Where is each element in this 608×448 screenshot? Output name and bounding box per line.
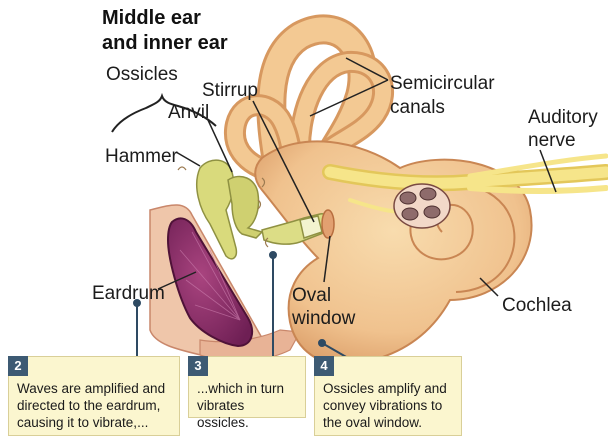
eardrum-shape <box>166 217 254 348</box>
label-stirrup: Stirrup <box>202 80 258 101</box>
label-oval-window: Oval window <box>292 285 356 329</box>
label-hammer: Hammer <box>105 146 178 167</box>
step-badge-3: 3 <box>188 356 208 376</box>
label-eardrum: Eardrum <box>92 283 165 304</box>
title-line-2: and inner ear <box>102 32 228 54</box>
label-ossicles: Ossicles <box>106 64 178 85</box>
diagram-title: Middle ear and inner ear <box>102 6 228 56</box>
label-cochlea: Cochlea <box>502 295 572 316</box>
vibration-marks <box>177 166 269 248</box>
oval-window-shape <box>321 209 335 239</box>
step-text-4: Ossicles amplify and convey vibrations t… <box>323 381 447 430</box>
step-badge-2: 2 <box>8 356 28 376</box>
semicircular-canals-shape <box>223 14 394 187</box>
callout-step-2: 2 Waves are amplified and directed to th… <box>8 356 180 436</box>
label-semicircular-canals: Semicircular canals <box>390 73 495 118</box>
eardrum-fibers <box>179 231 241 321</box>
cochlea-cross-section <box>393 183 451 229</box>
label-auditory-nerve: Auditory nerve <box>528 107 598 151</box>
label-anvil: Anvil <box>168 102 210 123</box>
step-text-3: ...which in turn vibrates ossicles. <box>197 381 285 430</box>
callout-step-4: 4 Ossicles amplify and convey vibrations… <box>314 356 462 436</box>
step-text-2: Waves are amplified and directed to the … <box>17 381 166 430</box>
leader-lines <box>157 57 557 297</box>
step-badge-4: 4 <box>314 356 334 376</box>
callout-pointers <box>133 251 349 359</box>
ossicles-brace <box>111 92 217 133</box>
callout-step-3: 3 ...which in turn vibrates ossicles. <box>188 356 306 430</box>
title-line-1: Middle ear <box>102 7 201 29</box>
